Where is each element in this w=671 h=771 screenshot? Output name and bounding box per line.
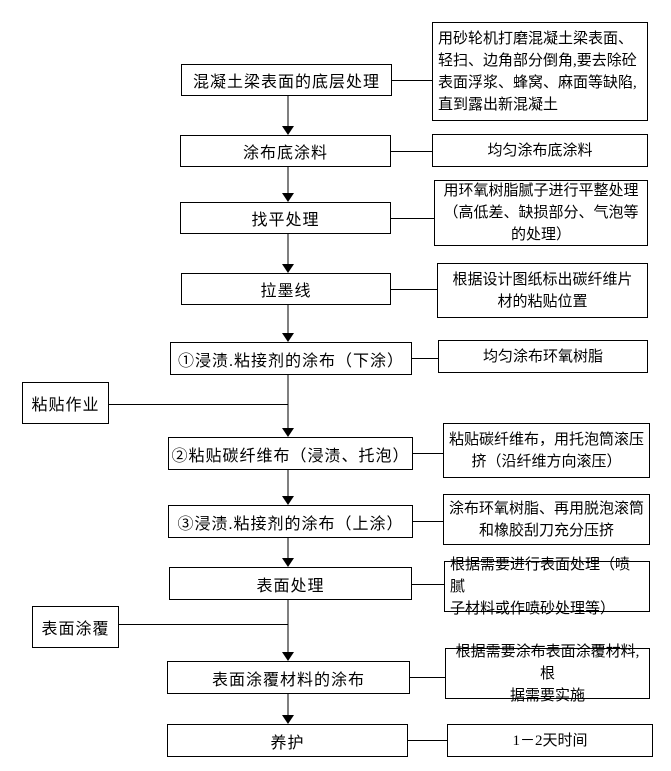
connector-line-note-7 [413,521,443,522]
step-box-apply-primer: 涂布底涂料 [180,135,391,167]
note-box-adhesive-undercoat: 均匀涂布环氧树脂 [438,340,648,373]
step-box-adhesive-topcoat: ③浸渍.粘接剂的涂布（上涂） [168,505,413,538]
step-box-adhesive-undercoat: ①浸渍.粘接剂的涂布（下涂） [170,342,412,375]
arrow-head-icon [282,496,294,505]
connector-line-note-8 [412,584,444,585]
connector-line-note-6 [413,453,443,454]
arrow-head-icon [282,715,294,724]
arrow-head-icon [282,428,294,437]
step-box-surface-coating-apply: 表面涂覆材料的涂布 [167,661,410,694]
connector-line-note-9 [410,677,445,678]
note-box-leveling: 用环氧树脂腻子进行平整处理 （高低差、缺损部分、气泡等 的处理） [434,180,648,246]
flow-arrow-9 [282,694,294,724]
flow-arrow-4 [282,305,294,342]
note-box-surface-coating-apply: 根据需要涂布表面涂覆材料,根 据需要实施 [445,644,650,704]
connector-line-surface-coating [119,624,288,625]
arrow-shaft [287,234,289,264]
note-box-surface-treatment: 根据需要进行表面处理（喷腻 子材料或作喷砂处理等） [444,557,650,617]
note-box-chalk-line: 根据设计图纸标出碳纤维片 材的粘贴位置 [437,263,648,318]
stage-box-surface-coating: 表面涂覆 [32,606,119,648]
arrow-head-icon [282,126,294,135]
flow-arrow-6 [282,470,294,505]
flow-arrow-7 [282,538,294,567]
step-box-leveling: 找平处理 [180,202,391,234]
arrow-shaft [287,470,289,496]
flow-arrow-3 [282,234,294,273]
flow-arrow-8 [282,600,294,661]
connector-line-pasting-work [109,404,288,405]
connector-line-note-10 [408,740,447,741]
step-box-chalk-line: 拉墨线 [181,273,391,305]
flow-arrow-2 [282,167,294,202]
step-box-paste-carbon-fiber: ②粘贴碳纤维布（浸渍、托泡） [168,437,413,470]
connector-line-note-1 [392,80,432,81]
step-box-surface-treatment: 表面处理 [169,567,412,600]
arrow-shaft [287,600,289,652]
step-box-curing: 养护 [167,724,408,757]
arrow-shaft [287,538,289,558]
connector-line-note-4 [391,289,437,290]
note-box-curing: 1－2天时间 [447,724,653,757]
arrow-head-icon [282,264,294,273]
flow-arrow-5 [282,375,294,437]
note-box-paste-carbon-fiber: 粘贴碳纤维布，用托泡筒滚压 挤（沿纤维方向滚压） [443,423,650,478]
note-box-apply-primer: 均匀涂布底涂料 [432,134,648,167]
step-box-base-surface-treatment: 混凝土梁表面的底层处理 [181,64,392,96]
note-box-adhesive-topcoat: 涂布环氧树脂、再用脱泡滚筒 和橡胶刮刀充分压挤 [443,494,650,545]
arrow-head-icon [282,558,294,567]
connector-line-note-5 [412,358,438,359]
note-box-base-surface-treatment: 用砂轮机打磨混凝土梁表面、 轻扫、边角部分倒角,要去除砼 表面浮浆、蜂窝、麻面等… [432,22,648,121]
arrow-head-icon [282,333,294,342]
flow-arrow-1 [282,96,294,135]
connector-line-note-2 [391,151,432,152]
stage-box-pasting-work: 粘贴作业 [22,382,109,424]
arrow-shaft [287,96,289,126]
connector-line-note-3 [391,218,434,219]
arrow-shaft [287,375,289,428]
arrow-shaft [287,694,289,715]
arrow-shaft [287,305,289,333]
arrow-head-icon [282,193,294,202]
arrow-shaft [287,167,289,193]
arrow-head-icon [282,652,294,661]
